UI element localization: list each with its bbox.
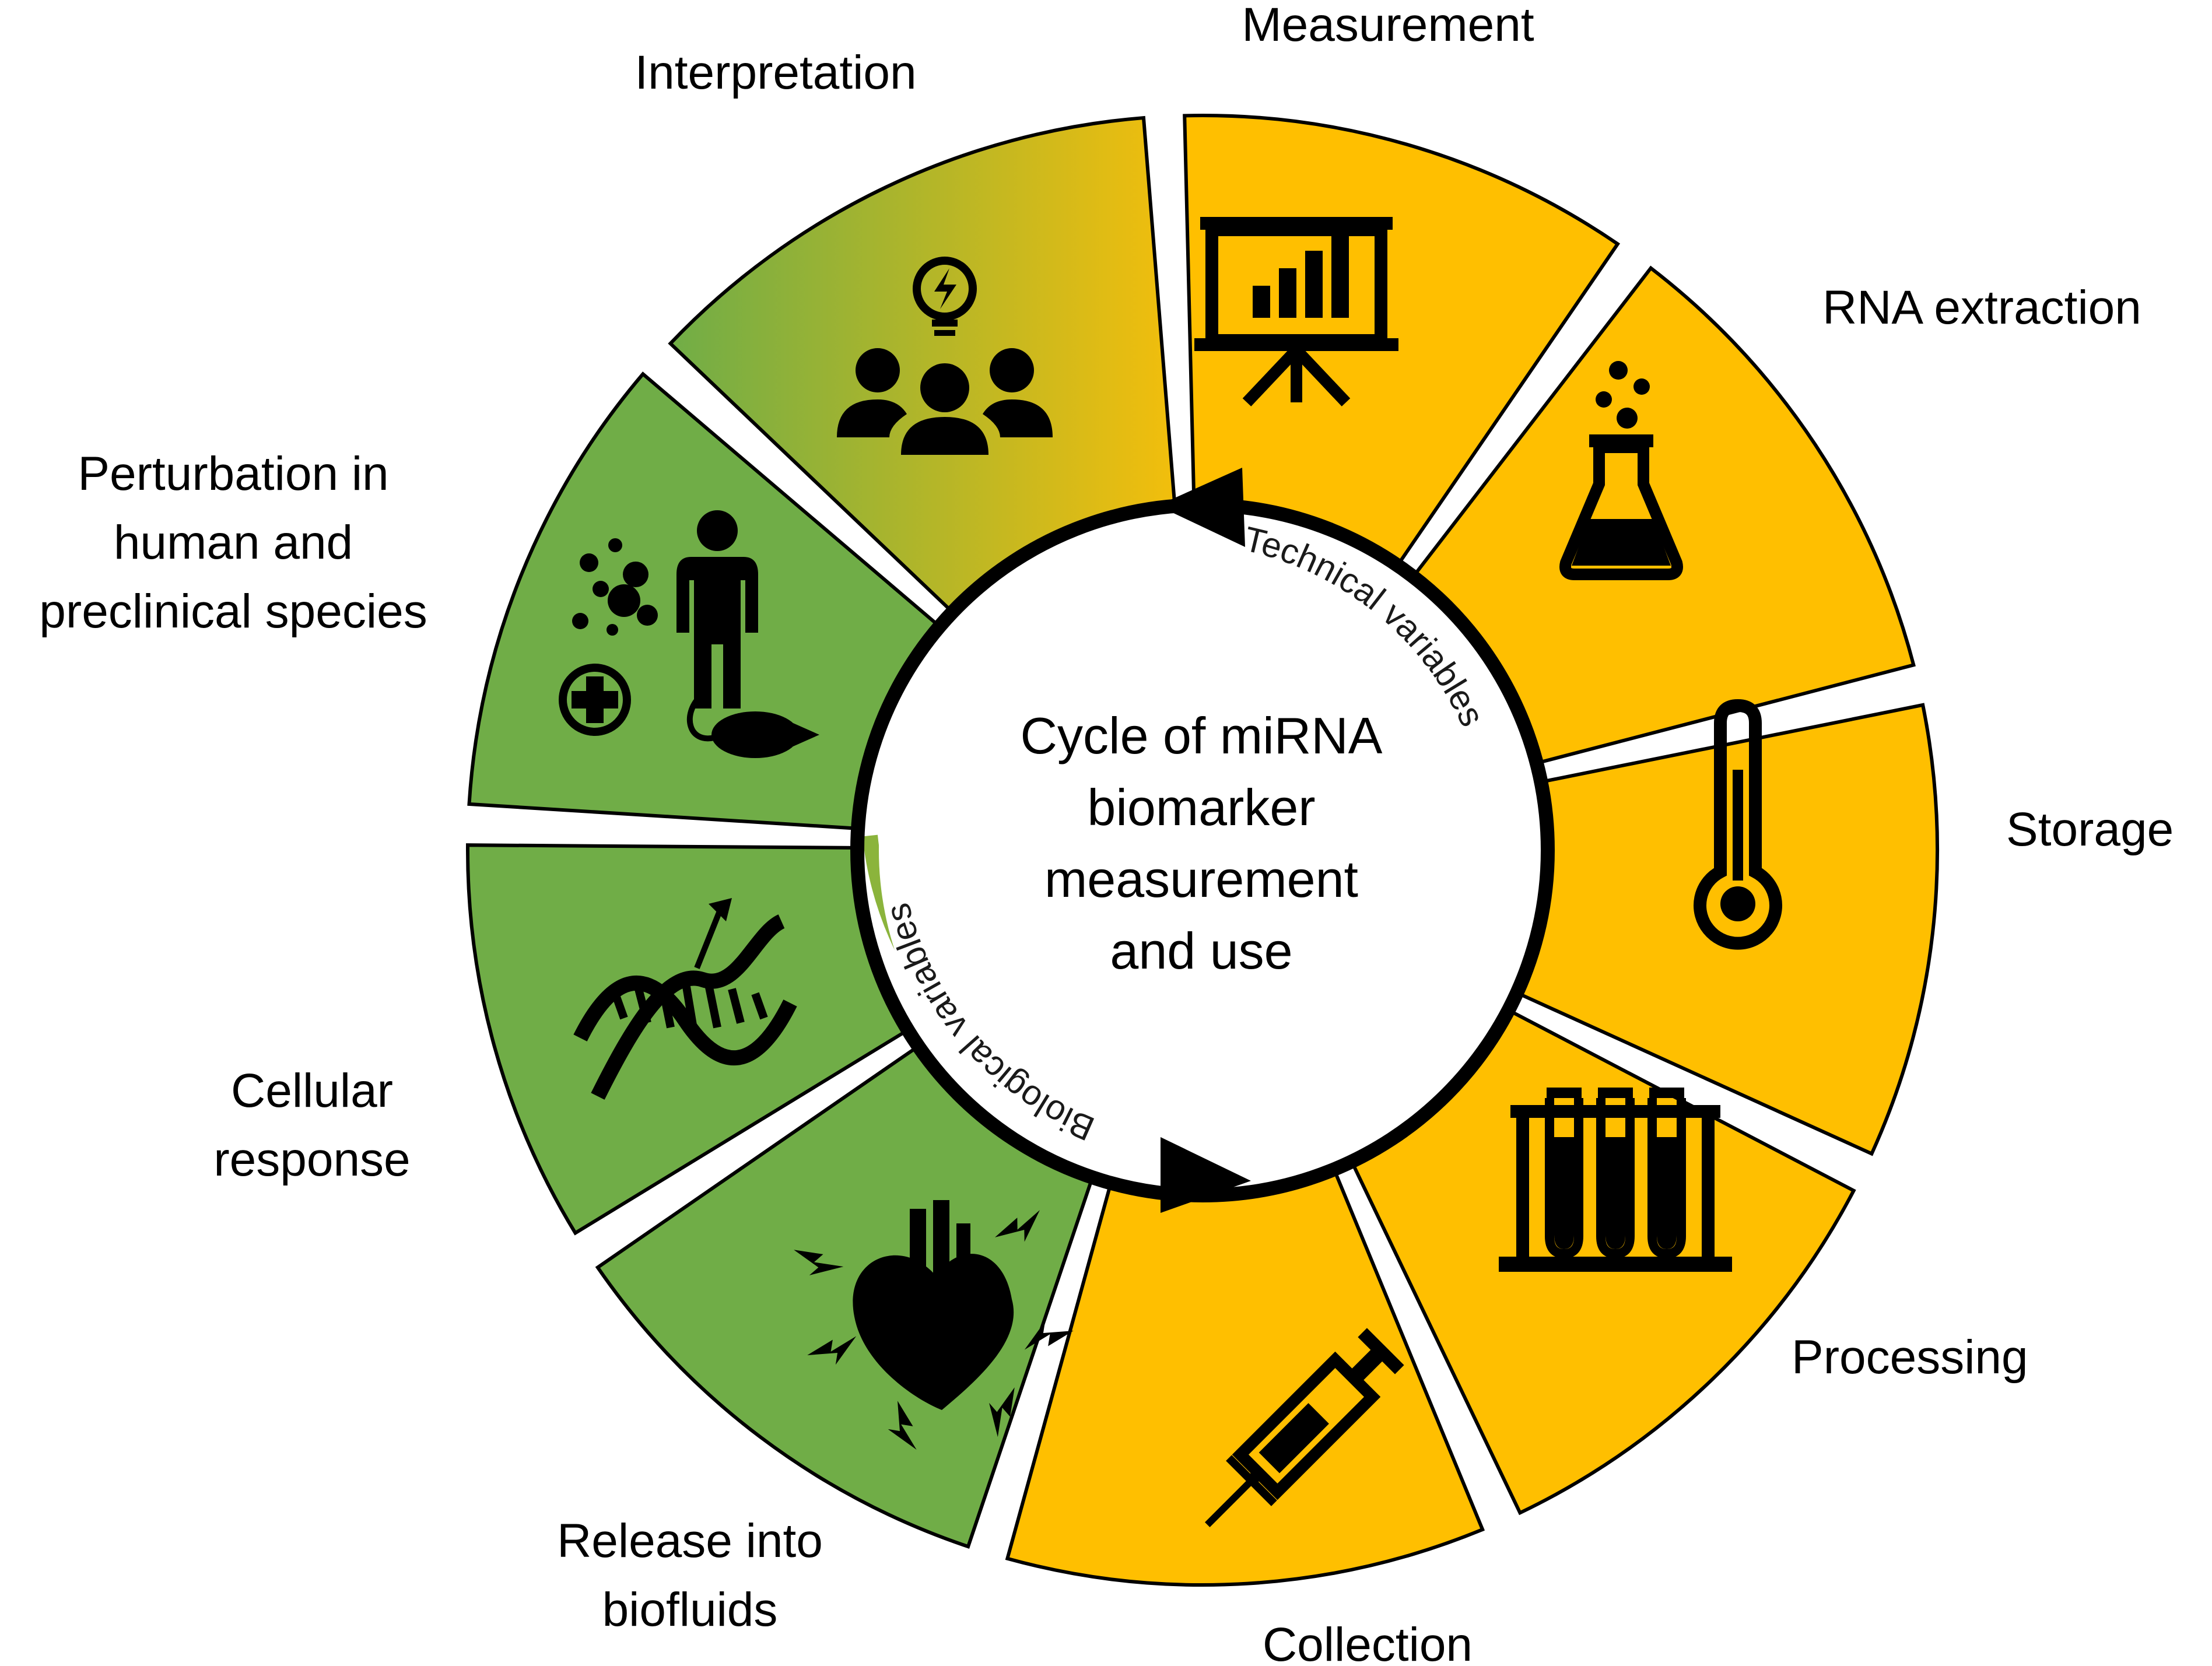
test-tube-rack-icon xyxy=(1499,1088,1732,1272)
cycle-arrow-top-icon xyxy=(1158,468,1245,547)
team-idea-icon xyxy=(837,257,1053,455)
dna-icon xyxy=(573,898,797,1100)
presentation-chart-icon xyxy=(1194,217,1398,406)
center-title-line-4: and use xyxy=(1110,922,1292,980)
syringe-icon xyxy=(1205,1328,1404,1527)
center-title-line-1: Cycle of miRNA xyxy=(1021,707,1383,764)
label-measurement: Measurement xyxy=(1242,0,1534,51)
label-rna-extraction: RNA extraction xyxy=(1822,281,2141,334)
flask-icon xyxy=(1559,361,1683,580)
center-title-line-3: measurement xyxy=(1044,850,1358,908)
thermometer-icon xyxy=(1694,699,1782,950)
label-storage: Storage xyxy=(2006,803,2174,856)
center-disc xyxy=(879,527,1526,1174)
human-mouse-drug-icon xyxy=(559,510,819,758)
label-processing: Processing xyxy=(1792,1331,2028,1384)
center-title: Cycle of miRNA biomarker measurement and… xyxy=(1021,707,1383,980)
heart-icon xyxy=(794,1200,1074,1450)
label-collection: Collection xyxy=(1263,1618,1473,1666)
cycle-arrow-bottom-icon xyxy=(1161,1137,1251,1213)
label-interpretation: Interpretation xyxy=(634,46,916,99)
center-title-line-2: biomarker xyxy=(1087,778,1315,836)
